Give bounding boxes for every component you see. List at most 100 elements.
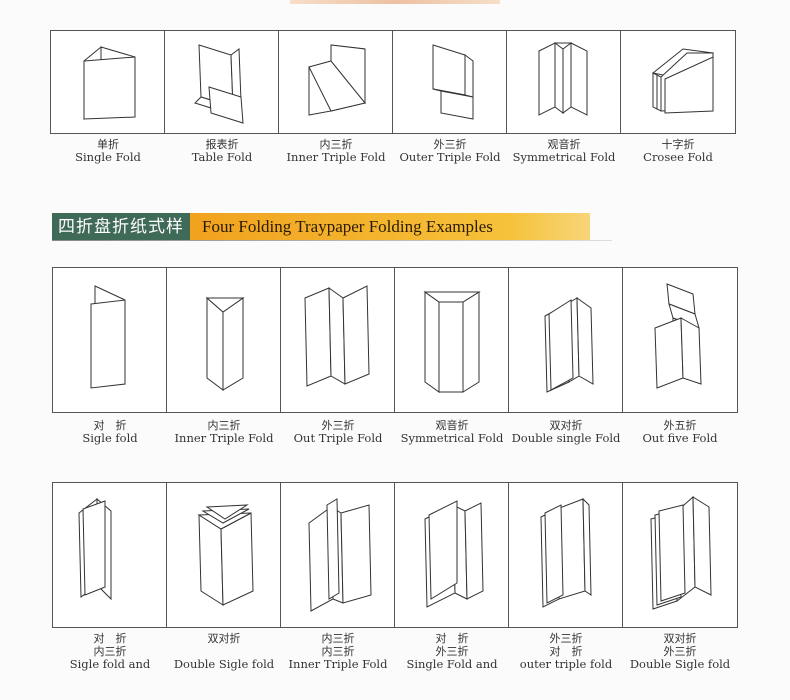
caption-zh: 单折 (97, 138, 119, 151)
caption-zh-2: 内三折 (93, 645, 127, 658)
cell-double-sigle (166, 482, 282, 628)
cell-double-and-outer (622, 482, 738, 628)
caption-single-fold: 单折 Single Fold (50, 138, 166, 164)
caption-zh-1: 外三折 (549, 632, 583, 645)
caption-zh-1: 双对折 (663, 632, 697, 645)
single-and-outer-icon (424, 500, 484, 608)
caption-en: outer triple fold (519, 657, 613, 671)
caption-outer-triple: 外三折 Outer Triple Fold (392, 138, 508, 164)
caption-zh: 报表折 (205, 138, 239, 151)
cell-cross-fold (620, 30, 736, 134)
single-and-inner-icon (78, 497, 112, 601)
caption-en: Table Fold (191, 150, 253, 164)
caption-zh: 外五折 (663, 419, 697, 432)
top-decoration-bar (290, 0, 500, 4)
cell-double-single (508, 267, 624, 413)
caption-zh: 外三折 (321, 419, 355, 432)
symmetrical-fold-tall-icon (423, 291, 481, 393)
banner-title-en: Four Folding Traypaper Folding Examples (190, 213, 590, 241)
caption-zh-2: 外三折 (435, 645, 469, 658)
caption-zh: 十字折 (661, 138, 695, 151)
single-fold-tall-icon (90, 285, 126, 389)
caption-symmetrical-tall: 观音折 Symmetrical Fold (394, 419, 510, 445)
caption-symmetrical: 观音折 Symmetrical Fold (506, 138, 622, 164)
single-fold-icon (83, 45, 136, 121)
cell-inner-triple (278, 30, 394, 134)
caption-zh: 观音折 (547, 138, 581, 151)
caption-en: Double Sigle fold (629, 657, 731, 671)
caption-zh: 观音折 (435, 419, 469, 432)
cell-symmetrical-tall (394, 267, 510, 413)
caption-zh: 对 折 (93, 419, 127, 432)
caption-en: Out Triple Fold (293, 431, 383, 445)
caption-en: Sigle fold (82, 431, 138, 445)
caption-double-sigle: 双对折 Double Sigle fold (166, 632, 282, 671)
caption-double-single: 双对折 Double single Fold (508, 419, 624, 445)
cell-sigle-fold (52, 267, 168, 413)
caption-inner-inner: 内三折 内三折 Inner Triple Fold (280, 632, 396, 671)
out-five-fold-icon (654, 283, 702, 389)
caption-zh: 双对折 (549, 419, 583, 432)
outer-triple-fold-icon (432, 44, 474, 120)
cell-inner-triple-tall (166, 267, 282, 413)
caption-zh-1: 内三折 (321, 632, 355, 645)
caption-zh: 内三折 (319, 138, 353, 151)
double-and-outer-icon (650, 495, 712, 610)
banner-underline (52, 240, 612, 241)
cell-out-triple (280, 267, 396, 413)
caption-en: Double Sigle fold (173, 657, 275, 671)
section-banner: 四折盘折纸式样 Four Folding Traypaper Folding E… (52, 213, 590, 241)
caption-zh-2: 对 折 (549, 645, 583, 658)
caption-zh-1: 对 折 (435, 632, 469, 645)
caption-zh-1: 对 折 (93, 632, 127, 645)
caption-zh-2: 内三折 (321, 645, 355, 658)
caption-zh: 内三折 (207, 419, 241, 432)
caption-outer-and-single: 外三折 对 折 outer triple fold (508, 632, 624, 671)
cell-symmetrical (506, 30, 622, 134)
caption-en: Symmetrical Fold (400, 431, 504, 445)
caption-en: Crosee Fold (643, 150, 713, 164)
caption-sigle-fold: 对 折 Sigle fold (52, 419, 168, 445)
caption-out-triple: 外三折 Out Triple Fold (280, 419, 396, 445)
cell-outer-triple (392, 30, 508, 134)
row-3-figures (52, 482, 738, 628)
caption-zh-2: 外三折 (663, 645, 697, 658)
cell-single-fold (50, 30, 166, 134)
cell-outer-and-single (508, 482, 624, 628)
row-2-figures (52, 267, 738, 413)
caption-double-and-outer: 双对折 外三折 Double Sigle fold (622, 632, 738, 671)
caption-en: Inner Triple Fold (286, 150, 386, 164)
caption-en: Double single Fold (511, 431, 621, 445)
caption-en: Symmetrical Fold (512, 150, 616, 164)
banner-title-zh: 四折盘折纸式样 (52, 213, 190, 241)
caption-en: Inner Triple Fold (174, 431, 274, 445)
cell-single-and-inner (52, 482, 168, 628)
caption-inner-triple-tall: 内三折 Inner Triple Fold (166, 419, 282, 445)
inner-inner-triple-icon (308, 498, 372, 612)
caption-en: Single Fold (75, 150, 141, 164)
inner-triple-fold-icon (308, 44, 366, 116)
caption-en: Outer Triple Fold (399, 150, 501, 164)
cell-inner-inner (280, 482, 396, 628)
caption-single-and-outer: 对 折 外三折 Single Fold and (394, 632, 510, 671)
double-single-fold-icon (544, 297, 594, 393)
caption-cross-fold: 十字折 Crosee Fold (620, 138, 736, 164)
symmetrical-fold-icon (538, 42, 588, 116)
table-fold-icon (194, 44, 244, 124)
caption-zh-1: 双对折 (207, 632, 241, 645)
cell-table-fold (164, 30, 280, 134)
caption-en: Inner Triple Fold (288, 657, 388, 671)
caption-en: Single Fold and (406, 657, 498, 671)
caption-inner-triple: 内三折 Inner Triple Fold (278, 138, 394, 164)
double-sigle-fold-icon (197, 504, 254, 606)
cross-fold-icon (651, 48, 715, 114)
out-triple-fold-tall-icon (304, 285, 370, 387)
inner-triple-fold-tall-icon (205, 296, 245, 391)
caption-single-and-inner: 对 折 内三折 Sigle fold and (52, 632, 168, 671)
caption-zh: 外三折 (433, 138, 467, 151)
outer-and-single-icon (540, 497, 592, 608)
caption-en: Sigle fold and (69, 657, 151, 671)
caption-table-fold: 报表折 Table Fold (164, 138, 280, 164)
caption-out-five: 外五折 Out five Fold (622, 419, 738, 445)
cell-single-and-outer (394, 482, 510, 628)
